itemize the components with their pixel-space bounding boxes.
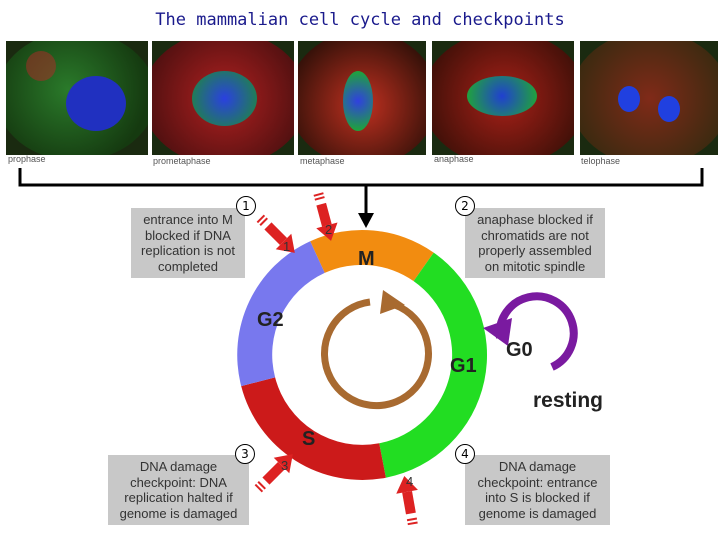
- prometaphase-micrograph: [152, 41, 294, 155]
- checkpoint-arrow-4: [396, 476, 418, 526]
- checkpoint-1-callout: entrance into M blocked if DNA replicati…: [131, 208, 245, 278]
- anaphase-label: anaphase: [434, 154, 474, 164]
- g0-loop-arrowhead: [483, 318, 512, 346]
- phase-label-G2: G2: [257, 309, 284, 331]
- checkpoint-number-2: 2: [455, 196, 475, 216]
- prophase-label: prophase: [8, 154, 46, 164]
- bracket-arrowhead: [358, 213, 374, 228]
- g0-loop-arrow: [495, 292, 578, 371]
- telophase-micrograph: [580, 41, 718, 155]
- arrow-number-3: 3: [281, 458, 288, 473]
- arrow-number-4: 4: [406, 474, 413, 489]
- checkpoint-2-callout: anaphase blocked if chromatids are not p…: [465, 208, 605, 278]
- telophase-label: telophase: [581, 156, 621, 166]
- segment-M: [310, 229, 434, 282]
- metaphase-label: metaphase: [300, 156, 345, 166]
- phase-label-M: M: [358, 248, 375, 270]
- segment-S: [241, 377, 386, 480]
- page-title: The mammalian cell cycle and checkpoints: [155, 10, 565, 30]
- checkpoint-3-callout: DNA damage checkpoint: DNA replication h…: [108, 455, 249, 525]
- resting-label: resting: [533, 389, 603, 412]
- mitosis-bracket: [18, 168, 704, 187]
- arrow-number-2: 2: [325, 222, 332, 237]
- checkpoint-number-1: 1: [236, 196, 256, 216]
- checkpoint-number-4: 4: [455, 444, 475, 464]
- checkpoint-number-3: 3: [235, 444, 255, 464]
- prometaphase-label: prometaphase: [153, 156, 211, 166]
- checkpoint-arrow-3: [254, 454, 293, 493]
- checkpoint-arrow-1: [256, 214, 295, 253]
- phase-label-G1: G1: [450, 355, 477, 377]
- checkpoint-4-callout: DNA damage checkpoint: entrance into S i…: [465, 455, 610, 525]
- inner-cycle-arrowhead: [380, 290, 405, 314]
- phase-label-G0: G0: [506, 339, 533, 361]
- segment-G1: [379, 252, 488, 478]
- anaphase-micrograph: [432, 41, 574, 155]
- checkpoint-arrow-2: [313, 192, 338, 241]
- phase-label-S: S: [302, 428, 315, 450]
- inner-cycle-arrow: [321, 298, 432, 410]
- segment-G2: [237, 241, 325, 387]
- metaphase-micrograph: [298, 41, 426, 155]
- arrow-number-1: 1: [283, 239, 290, 254]
- cycle-ring: [237, 229, 488, 480]
- prophase-micrograph: [6, 41, 148, 155]
